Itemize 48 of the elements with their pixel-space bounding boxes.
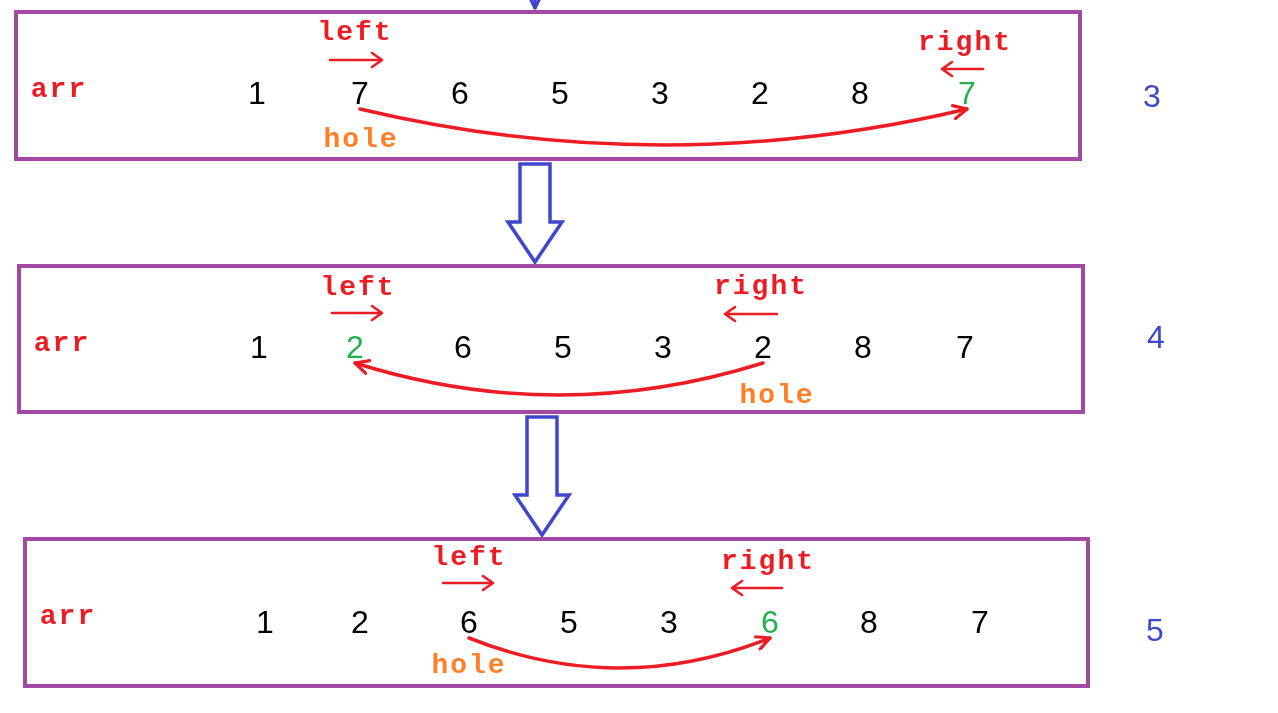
array-panel bbox=[14, 10, 1082, 161]
array-value: 5 bbox=[560, 606, 578, 638]
array-name: arr bbox=[39, 603, 97, 631]
array-panel bbox=[17, 264, 1085, 414]
array-value: 2 bbox=[751, 77, 769, 109]
array-panel bbox=[23, 537, 1090, 688]
array-value: 3 bbox=[660, 606, 678, 638]
array-value: 1 bbox=[256, 606, 274, 638]
array-value: 6 bbox=[761, 606, 779, 638]
array-value: 8 bbox=[854, 331, 872, 363]
array-value: 6 bbox=[460, 606, 478, 638]
array-value: 6 bbox=[451, 77, 469, 109]
block-arrow bbox=[511, 415, 573, 539]
curved-arrow bbox=[358, 103, 969, 147]
array-value: 8 bbox=[860, 606, 878, 638]
array-value: 2 bbox=[754, 331, 772, 363]
array-value: 5 bbox=[554, 331, 572, 363]
array-value: 3 bbox=[654, 331, 672, 363]
pointer-label: right bbox=[721, 548, 815, 576]
array-value: 2 bbox=[351, 606, 369, 638]
arrow bbox=[526, 0, 544, 10]
curved-arrow bbox=[353, 358, 765, 397]
step-number: 4 bbox=[1147, 321, 1165, 353]
array-name: arr bbox=[33, 330, 91, 358]
array-value: 5 bbox=[551, 77, 569, 109]
array-value: 7 bbox=[971, 606, 989, 638]
array-value: 2 bbox=[346, 331, 364, 363]
pointer-label: left bbox=[317, 19, 393, 47]
hole-label: hole bbox=[431, 652, 507, 680]
array-value: 7 bbox=[351, 77, 369, 109]
pointer-label: left bbox=[431, 544, 507, 572]
array-value: 8 bbox=[851, 77, 869, 109]
array-value: 3 bbox=[651, 77, 669, 109]
pointer-label: right bbox=[918, 29, 1012, 57]
block-arrow bbox=[504, 162, 566, 266]
pointer-label: left bbox=[320, 274, 396, 302]
pointer-label: right bbox=[714, 273, 808, 301]
array-value: 1 bbox=[248, 77, 266, 109]
step-number: 5 bbox=[1146, 614, 1164, 646]
array-name: arr bbox=[30, 76, 88, 104]
curved-arrow bbox=[467, 634, 772, 670]
array-value: 7 bbox=[956, 331, 974, 363]
array-value: 1 bbox=[250, 331, 268, 363]
hole-label: hole bbox=[323, 126, 399, 154]
array-value: 7 bbox=[958, 77, 976, 109]
step-number: 3 bbox=[1143, 80, 1161, 112]
hole-label: hole bbox=[739, 382, 815, 410]
array-value: 6 bbox=[454, 331, 472, 363]
